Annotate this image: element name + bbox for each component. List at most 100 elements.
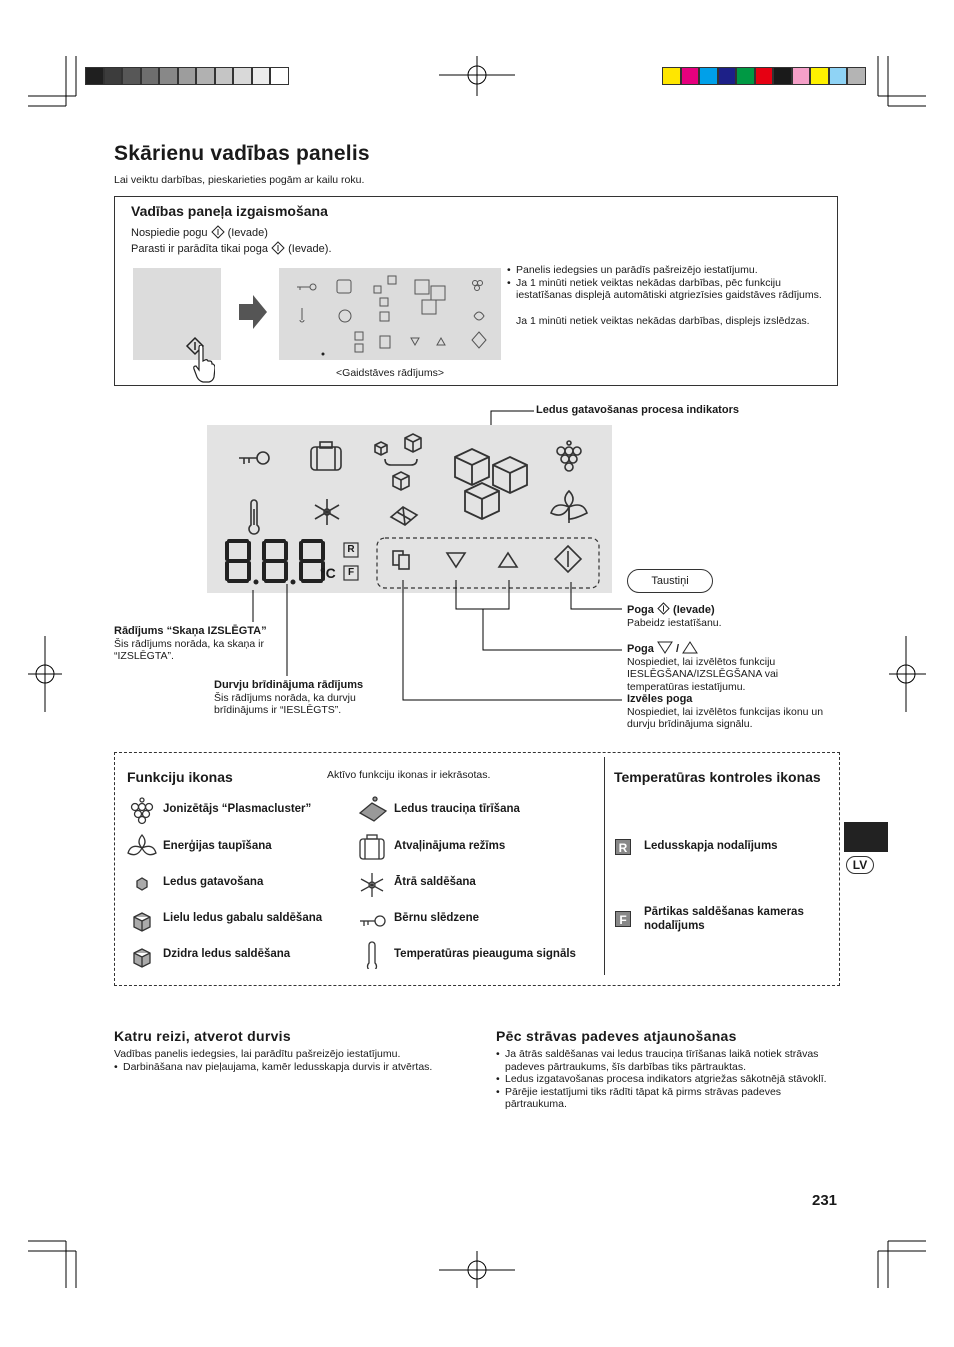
color-swatch (773, 67, 792, 85)
temp-label: Pārtikas saldēšanas kameras nodalījums (644, 906, 804, 932)
color-swatch (233, 67, 252, 85)
temperature-unit: °C (320, 565, 336, 581)
function-label: Atvaļinājuma režīms (394, 840, 506, 852)
f-icon: F (615, 911, 631, 927)
color-swatch (828, 67, 847, 85)
power-section-bullet: Ja ātrās saldēšanas vai ledus trauciņa t… (496, 1048, 836, 1073)
function-icons-left-column (127, 797, 157, 968)
thermometer-icon (248, 499, 260, 535)
door-section-body: Vadības panelis iedegsies, lai parādītu … (114, 1048, 459, 1073)
sound-off-callout: Rādījums “Skaņa IZSLĒGTA” Šis rādījums n… (114, 625, 290, 663)
illumination-bullet: Ja 1 minūti netiek veiktas nekādas darbī… (507, 277, 829, 302)
function-label: Enerģijas taupīšana (163, 840, 272, 852)
enter-button-desc: Pabeidz iestatīšanu. (627, 616, 722, 629)
power-section-bullets: Ja ātrās saldēšanas vai ledus trauciņa t… (496, 1048, 836, 1111)
function-icons-heading: Funkciju ikonas (127, 769, 233, 785)
ice-tray-clean-icon (358, 796, 388, 822)
illumination-line-2: Parasti ir parādīta tikai poga (Ievade). (131, 241, 332, 256)
standby-panel-preview (279, 268, 501, 360)
enter-icon (210, 225, 225, 239)
page-title: Skārienu vadības panelis (114, 142, 370, 165)
function-label: Ledus trauciņa tīrīšana (394, 803, 520, 815)
select-button-title: Izvēles poga (627, 693, 693, 705)
r-indicator: R (347, 544, 355, 555)
page-subtitle: Lai veiktu darbības, pieskarieties pogām… (114, 174, 365, 186)
illumination-box: Vadības paneļa izgaismošana Nospiedie po… (114, 196, 838, 386)
ice-indicator-label: Ledus gatavošanas procesa indikators (536, 404, 739, 416)
power-section-bullet: Pārējie iestatījumi tiks rādīti tāpat kā… (496, 1086, 836, 1111)
illumination-line-1-b: (Ievade) (227, 227, 268, 239)
arrow-right-icon (239, 295, 267, 329)
color-swatch (214, 67, 233, 85)
hand-pointer-icon (193, 345, 215, 383)
ice-making-icon (136, 877, 148, 891)
chapter-tab (844, 822, 888, 852)
sound-off-desc: Šis rādījums norāda, ka skaņa ir “IZSLĒG… (114, 637, 264, 663)
power-section-heading: Pēc strāvas padeves atjaunošanas (496, 1028, 737, 1044)
color-swatch (85, 67, 104, 85)
seven-segment-display (225, 539, 325, 583)
plasmacluster-icon (130, 797, 154, 825)
illumination-bullet-extra: Ja 1 minūti netiek veiktas nekādas darbī… (516, 315, 810, 327)
illumination-line-2-a: Parasti ir parādīta tikai poga (131, 243, 268, 255)
color-swatch (140, 67, 159, 85)
enter-button-title-b: (Ievade) (673, 604, 715, 616)
down-arrow-icon (657, 641, 673, 654)
enter-icon (185, 336, 205, 356)
keys-label: Taustiņi (627, 569, 713, 593)
color-swatch (717, 67, 736, 85)
enter-icon (657, 602, 670, 615)
function-label: Ātrā saldēšana (394, 876, 476, 888)
energy-saving-icon (550, 489, 588, 523)
door-section-bullets: Darbināšana nav pieļaujama, kamēr leduss… (114, 1061, 459, 1074)
color-swatch (847, 67, 866, 85)
function-label: Jonizētājs “Plasmacluster” (163, 803, 312, 815)
door-alarm-callout: Durvju brīdinājuma rādījums Šis rādījums… (214, 679, 404, 717)
color-swatch (251, 67, 270, 85)
enter-icon (271, 241, 285, 255)
up-button-icon (497, 551, 519, 568)
enter-button-icon (553, 544, 583, 574)
color-swatch (810, 67, 829, 85)
door-alarm-desc: Šis rādījums norāda, ka durvju brīdināju… (214, 691, 356, 717)
color-swatch (270, 67, 289, 85)
big-ice-icon (404, 433, 422, 453)
function-label: Temperatūras pieauguma signāls (394, 948, 576, 960)
thermometer-icon (366, 941, 378, 969)
ice-bracket (384, 458, 418, 466)
enter-button-title: Poga (Ievade) (627, 602, 847, 617)
standby-icons (297, 275, 487, 356)
energy-saving-icon (127, 834, 157, 856)
color-swatch (159, 67, 178, 85)
standby-caption: <Gaidstāves rādījums> (336, 367, 444, 379)
color-swatch (177, 67, 196, 85)
function-icons-box: Funkciju ikonas Aktīvo funkciju ikonas i… (114, 752, 840, 986)
color-swatch (196, 67, 215, 85)
illumination-bullet: Panelis iedegsies un parādīs pašreizējo … (507, 264, 829, 277)
door-section-line: Vadības panelis iedegsies, lai parādītu … (114, 1048, 401, 1060)
r-icon: R (615, 839, 631, 855)
diagram-leaders (252, 580, 622, 701)
arrow-button-title: Poga / (627, 641, 842, 656)
color-swatch (122, 67, 141, 85)
vacation-icon (359, 834, 385, 860)
enter-button-title-a: Poga (627, 604, 654, 616)
column-divider (604, 757, 605, 975)
color-swatch (662, 67, 681, 85)
door-alarm-title: Durvju brīdinājuma rādījums (214, 679, 364, 691)
control-panel-icons (225, 433, 600, 589)
function-label: Bērnu slēdzene (394, 912, 479, 924)
child-lock-icon (239, 451, 270, 465)
color-swatch (754, 67, 773, 85)
up-arrow-icon (682, 641, 699, 654)
function-label: Lielu ledus gabalu saldēšana (163, 912, 323, 924)
f-indicator: F (347, 567, 355, 578)
illumination-line-1-a: Nospiedie pogu (131, 227, 208, 239)
temp-icons-heading: Temperatūras kontroles ikonas (614, 769, 821, 785)
plasmacluster-icon (556, 440, 582, 472)
illumination-line-2-b: (Ievade). (288, 243, 332, 255)
function-icons-right-column (358, 796, 388, 969)
ice-level-cubes (454, 448, 528, 520)
down-button-icon (445, 552, 467, 569)
arrow-button-desc: Nospiediet, lai izvēlētos funkciju IESLĒ… (627, 655, 779, 693)
